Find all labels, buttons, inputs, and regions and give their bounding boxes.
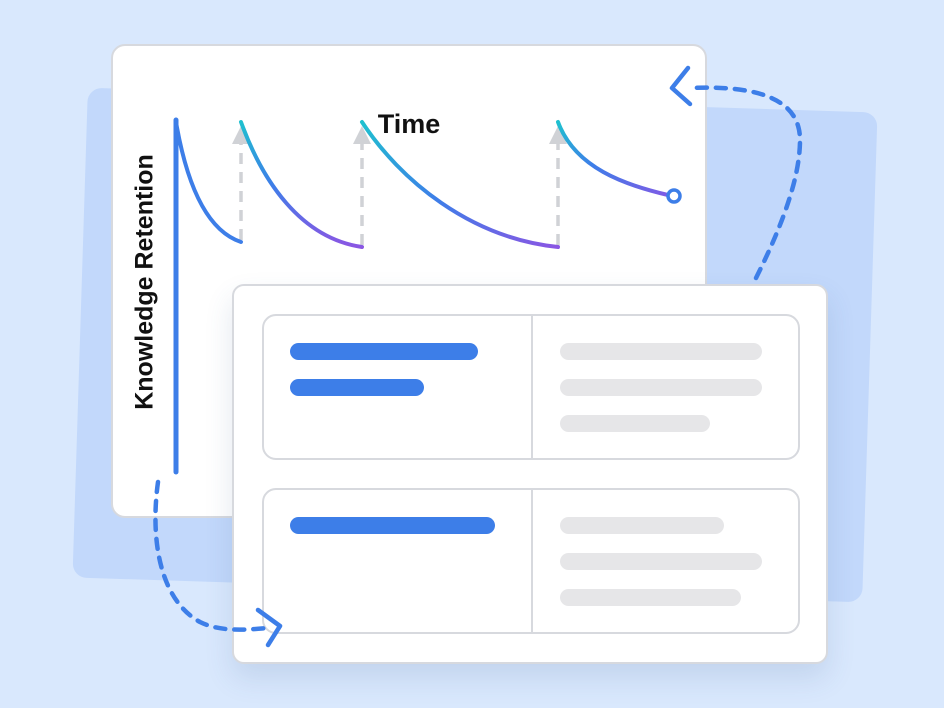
- flashcard-table-card: [232, 284, 828, 664]
- chart-title: Time: [377, 109, 441, 139]
- column-divider: [531, 490, 533, 632]
- placeholder-line: [290, 517, 495, 534]
- placeholder-line: [560, 553, 762, 570]
- column-divider: [531, 316, 533, 458]
- placeholder-line: [560, 517, 724, 534]
- table-row: [262, 314, 800, 460]
- review-arrow: [549, 126, 567, 245]
- review-arrow: [232, 126, 250, 240]
- placeholder-line: [290, 343, 478, 360]
- forgetting-curve-segment: [360, 120, 560, 249]
- placeholder-line: [560, 379, 762, 396]
- placeholder-line: [560, 343, 762, 360]
- forgetting-curve-segment: [239, 120, 364, 249]
- forgetting-curve-segment: [174, 120, 243, 244]
- curve-end-point: [666, 188, 682, 204]
- table-row: [262, 488, 800, 634]
- placeholder-line: [290, 379, 424, 396]
- review-arrow: [353, 126, 371, 245]
- placeholder-line: [560, 415, 710, 432]
- placeholder-line: [560, 589, 741, 606]
- forgetting-curve-segment: [556, 120, 670, 197]
